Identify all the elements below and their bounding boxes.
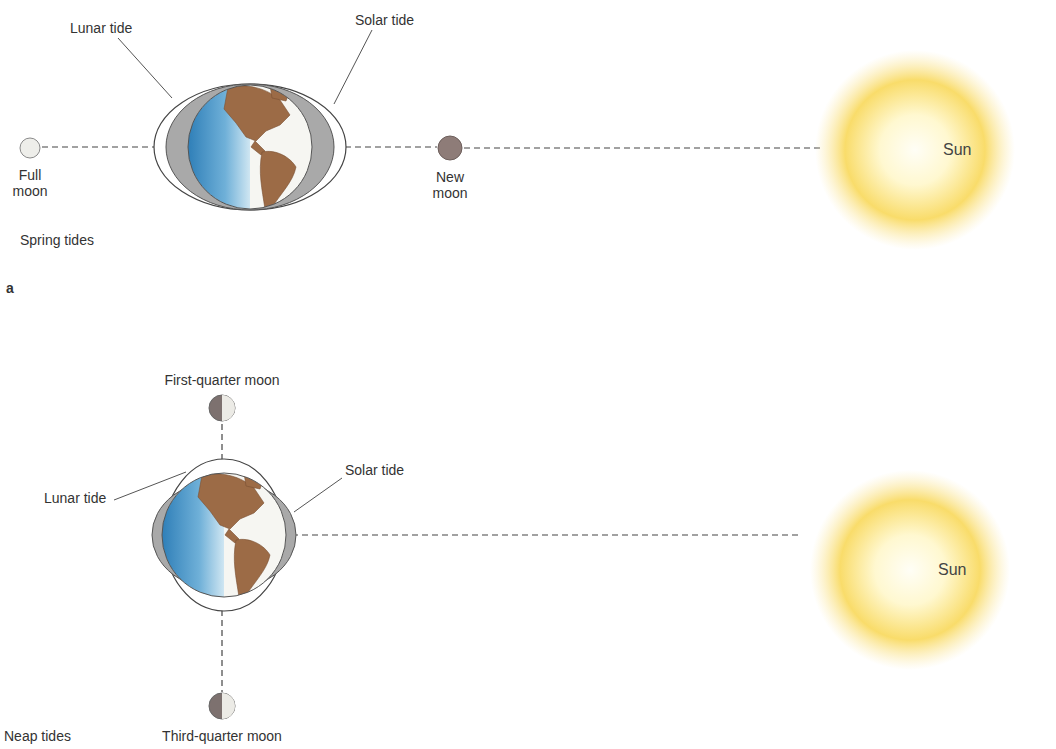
solar-tide-bulge (166, 84, 334, 210)
sun-label: Sun (943, 142, 971, 158)
moon-label: New moon (424, 169, 476, 201)
moon-symbol (19, 137, 41, 159)
moon-node: First-quarter moon (122, 372, 322, 422)
panel-caption: Neap tides (4, 728, 71, 744)
moon-label: Third-quarter moon (122, 728, 322, 744)
sun-node: Sun (810, 470, 1010, 670)
moon-node: New moon (424, 135, 476, 201)
moon-label: Full moon (6, 167, 54, 199)
panel-caption: a (6, 280, 14, 296)
sun-glow (810, 470, 1010, 670)
moon-node: Full moon (6, 137, 54, 199)
sun-node: Sun (815, 50, 1015, 250)
earth-globe (188, 85, 312, 209)
leader-lines (118, 30, 372, 104)
tide-label: Solar tide (345, 462, 404, 478)
earth-globe (162, 473, 286, 597)
moon-symbol (208, 692, 236, 720)
sun-glow (815, 50, 1015, 250)
moon-symbol (208, 394, 236, 422)
neap-dashes (222, 424, 800, 692)
panel-caption: Spring tides (20, 232, 94, 248)
sun-label: Sun (938, 562, 966, 578)
moon-node: Third-quarter moon (122, 692, 322, 744)
lunar-tide-bulge (154, 84, 346, 210)
tide-label: Lunar tide (44, 490, 106, 506)
moon-label: First-quarter moon (122, 372, 322, 388)
leader-lines (114, 472, 342, 512)
moon-symbol (437, 135, 463, 161)
tide-label: Solar tide (355, 12, 414, 28)
tide-label: Lunar tide (70, 20, 132, 36)
alignment-line (464, 147, 823, 148)
